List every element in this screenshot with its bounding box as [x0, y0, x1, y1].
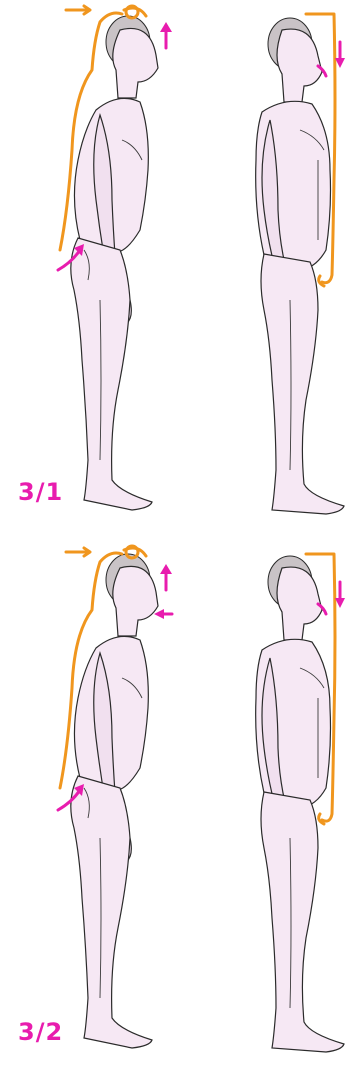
right-figure	[256, 14, 345, 514]
figure-label: 3/1	[18, 478, 63, 506]
left-figure	[58, 6, 172, 510]
figure-label: 3/2	[18, 1018, 63, 1046]
left-figure	[58, 546, 172, 1048]
posture-illustration-1	[0, 0, 356, 534]
posture-illustration-2	[0, 534, 356, 1068]
right-figure	[256, 554, 345, 1052]
figure-panel-2: 3/2	[0, 534, 356, 1068]
figure-panel-1: 3/1	[0, 0, 356, 534]
